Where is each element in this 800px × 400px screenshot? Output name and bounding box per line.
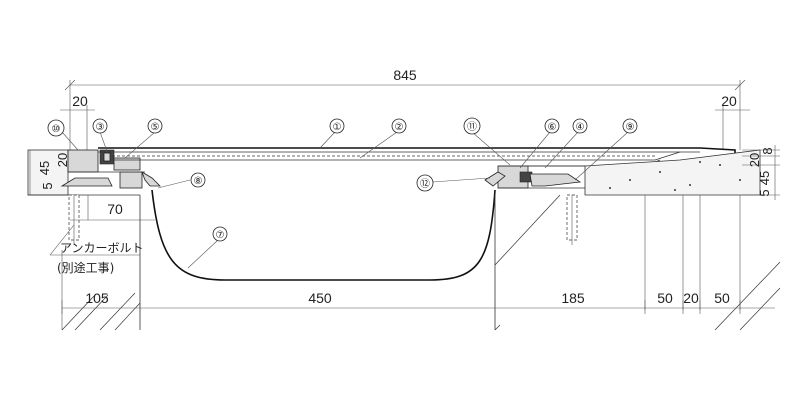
overall-dimension: 845 <box>64 67 746 150</box>
anchor-note: アンカーボルト (別途工事) <box>49 224 144 275</box>
end-dimensions: 20 20 <box>60 93 750 150</box>
dim-bottom-1: 105 <box>85 290 109 306</box>
right-wall <box>494 194 781 331</box>
right-vertical-dims: 8 20 45 5 <box>742 145 780 200</box>
callout-3: ③ <box>92 118 108 134</box>
callout-2: ② <box>391 118 407 134</box>
dim-right-v4: 5 <box>757 189 772 196</box>
callout-8-label: ⑧ <box>194 176 203 187</box>
dim-left-end: 20 <box>72 93 88 109</box>
callout-1: ① <box>329 118 345 134</box>
dim-bottom-6: 50 <box>714 290 730 306</box>
callout-6: ⑥ <box>544 118 560 134</box>
callout-1-label: ① <box>333 122 342 133</box>
callout-2-label: ② <box>395 122 404 133</box>
dim-left-v2: 45 <box>37 161 52 175</box>
right-frame <box>484 165 600 189</box>
bottom-dimensions: 105 450 185 50 20 50 <box>61 290 775 314</box>
callout-10: ⑩ <box>47 119 65 137</box>
dim-left-v3: 20 <box>55 153 70 167</box>
right-anchor-bolt <box>566 194 578 245</box>
anchor-note-line1: アンカーボルト <box>60 241 144 255</box>
callout-9-label: ⑨ <box>626 122 635 133</box>
callout-12: ⑫ <box>416 174 434 192</box>
callout-5: ⑤ <box>147 118 163 134</box>
dim-right-v3: 45 <box>757 171 772 185</box>
callout-11: ⑪ <box>463 117 481 135</box>
callout-5-label: ⑤ <box>151 122 160 133</box>
left-vertical-dims: 5 45 20 <box>29 150 70 195</box>
dim-bottom-4: 50 <box>657 290 673 306</box>
anchor-note-line2: (別途工事) <box>57 260 114 275</box>
center-seal <box>151 189 496 281</box>
callout-4-label: ④ <box>576 122 585 133</box>
dim-left-bracket: 70 <box>107 201 123 217</box>
dim-overall: 845 <box>393 67 417 83</box>
callout-11-label: ⑪ <box>467 121 477 133</box>
callout-12-label: ⑫ <box>420 178 430 190</box>
left-bracket-dim: 70 <box>70 195 155 221</box>
callout-3-label: ③ <box>96 122 105 133</box>
callout-10-label: ⑩ <box>52 124 61 135</box>
cover-plate <box>98 147 736 167</box>
dim-right-v1: 8 <box>760 147 775 154</box>
callout-8: ⑧ <box>190 172 206 188</box>
left-frame <box>60 149 161 189</box>
callout-7-label: ⑦ <box>216 230 225 241</box>
right-concrete <box>584 149 761 196</box>
dim-bottom-5: 20 <box>683 290 699 306</box>
dim-bottom-3: 185 <box>561 290 585 306</box>
dim-right-end: 20 <box>721 93 737 109</box>
callout-4: ④ <box>572 118 588 134</box>
dim-bottom-2: 450 <box>308 290 332 306</box>
callout-7: ⑦ <box>212 226 228 242</box>
dim-left-v1: 5 <box>40 182 55 189</box>
callout-6-label: ⑥ <box>548 122 557 133</box>
dim-right-v2: 20 <box>747 153 762 167</box>
callout-9: ⑨ <box>622 118 638 134</box>
callout-leaders <box>61 131 629 269</box>
left-concrete <box>27 149 140 196</box>
